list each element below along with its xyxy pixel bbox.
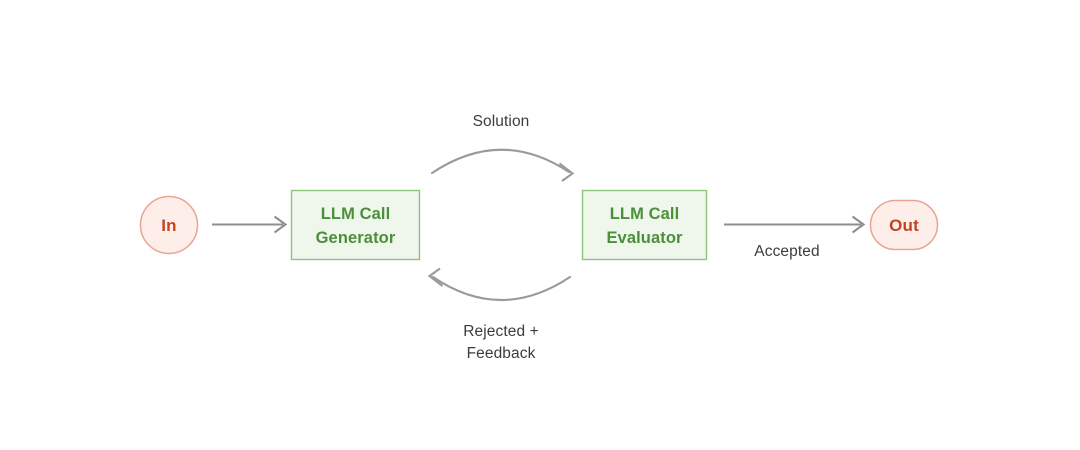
edge-evaluator-to-generator: Rejected + Feedback	[427, 267, 572, 362]
node-evaluator-label-line1: LLM Call	[610, 205, 680, 223]
node-output-label: Out	[889, 216, 919, 235]
node-generator-label-line2: Generator	[316, 229, 396, 247]
node-evaluator[interactable]: LLM Call Evaluator	[581, 189, 708, 261]
node-input-circle[interactable]	[139, 195, 199, 255]
node-output-pill[interactable]	[869, 199, 939, 251]
edge-in-to-generator	[212, 215, 288, 234]
edge-label-rejected-line1: Rejected +	[463, 323, 539, 340]
node-generator[interactable]: LLM Call Generator	[290, 189, 421, 261]
node-generator-box[interactable]	[290, 189, 421, 261]
edge-generator-to-evaluator: Solution	[430, 113, 575, 182]
edge-evaluator-to-out-arrowhead	[851, 215, 866, 234]
edge-label-accepted: Accepted	[754, 243, 819, 260]
node-input-label: In	[161, 216, 177, 235]
node-output[interactable]: Out	[869, 199, 939, 251]
node-evaluator-box[interactable]	[581, 189, 708, 261]
edge-in-to-generator-arrowhead	[273, 215, 288, 234]
edge-label-solution: Solution	[473, 113, 530, 130]
node-evaluator-label-line2: Evaluator	[606, 229, 683, 247]
edge-evaluator-to-generator-arrowhead	[427, 267, 444, 287]
edge-label-rejected-line2: Feedback	[467, 345, 536, 362]
edge-evaluator-to-out: Accepted	[724, 215, 866, 260]
edge-evaluator-to-generator-arc	[431, 275, 572, 301]
edge-generator-to-evaluator-arc	[430, 148, 571, 175]
node-generator-label-line1: LLM Call	[321, 205, 391, 223]
node-input[interactable]: In	[139, 195, 199, 255]
edge-generator-to-evaluator-arrowhead	[558, 162, 575, 182]
